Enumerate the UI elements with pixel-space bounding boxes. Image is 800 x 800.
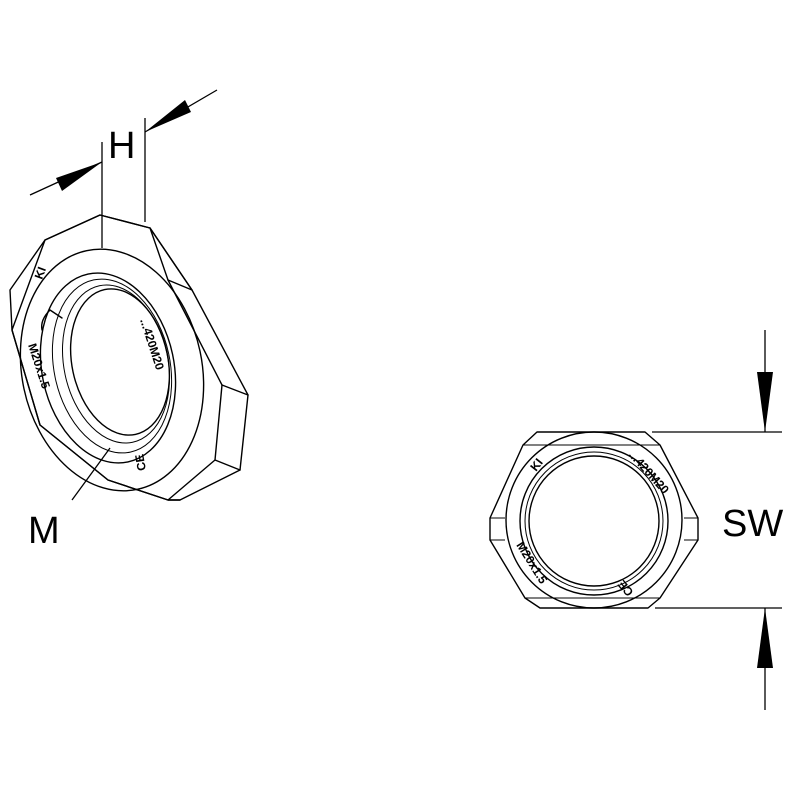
front-chamfer-circle [505,431,683,609]
nut-chamfer-ring [19,248,205,492]
height-dimension: H [29,89,218,248]
front-cert-marking: CE [615,577,636,599]
h-arrow-right [145,100,191,132]
front-bore-outer [519,446,669,596]
iso-brand-marking: KI [32,265,49,281]
front-brand-marking: KI [527,456,545,474]
iso-thread-marking: M20x1.5 [25,342,53,391]
front-view-locknut: KI ...420M20 M20x1.5 CE [489,431,699,609]
iso-cert-marking: CE [132,453,149,472]
nut-bore-inner [69,288,171,436]
m-leader-line [71,447,111,501]
front-bore-mid [524,451,664,591]
front-bore-inner [528,455,660,587]
sw-label: SW [722,503,783,545]
h-label: H [108,125,135,167]
front-hex-outline [489,431,699,609]
nut-thread-1 [51,278,173,454]
sw-arrow-bottom [757,608,773,668]
nut-side-edges [149,227,249,501]
isometric-locknut: KI ...420M20 M20x1.5 CE [9,214,249,501]
thread-leader: M [28,447,111,552]
front-hex-facets [490,444,698,599]
nut-back-face [9,214,249,501]
nut-thread-start [40,309,63,331]
m-label: M [28,510,60,552]
nut-bore-outer [39,272,177,464]
h-arrow-left [56,162,102,191]
width-across-flats-dimension: SW [652,330,783,710]
sw-arrow-top [757,372,773,432]
